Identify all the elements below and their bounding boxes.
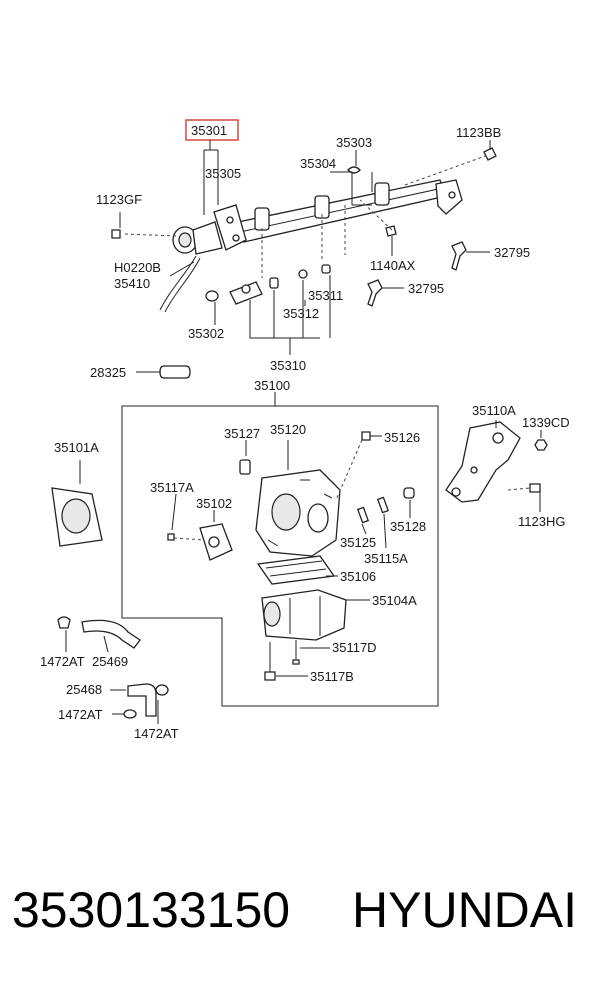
label-35126: 35126	[384, 430, 420, 445]
injector-seal-35311a	[298, 269, 308, 279]
label-35117D: 35117D	[332, 640, 377, 655]
label-35117B: 35117B	[310, 669, 354, 684]
injector-seal-35311b	[321, 264, 331, 274]
label-1472AT-a: 1472AT	[40, 654, 85, 669]
gasket-35106	[256, 555, 336, 585]
screw-35115A	[376, 496, 390, 514]
throttle-body-assembly	[51, 392, 548, 707]
bolt-1123GF	[111, 229, 121, 239]
rail-boss-1	[254, 207, 270, 231]
part-35128	[403, 487, 415, 499]
label-1339CD: 1339CD	[522, 415, 570, 430]
label-1140AX: 1140AX	[370, 258, 416, 273]
label-35303: 35303	[336, 135, 372, 150]
part-28325	[159, 365, 191, 379]
clamp-1472AT-right	[155, 684, 169, 696]
label-35125: 35125	[340, 535, 376, 550]
screw-35125	[356, 506, 370, 524]
label-1123GF: 1123GF	[96, 192, 142, 207]
label-35110A: 35110A	[472, 403, 516, 418]
label-35115A: 35115A	[364, 551, 408, 566]
hose-assembly	[57, 616, 169, 724]
bolt-1140AX	[385, 225, 397, 237]
label-35102: 35102	[196, 496, 232, 511]
assembly-box	[121, 405, 439, 707]
rail-boss-3	[374, 182, 390, 206]
label-35117A: 35117A	[150, 480, 194, 495]
injector-oring-35302	[205, 290, 219, 302]
injector-35312	[269, 277, 279, 289]
hose-25469	[81, 619, 141, 649]
part-number: 3530133150	[12, 882, 291, 938]
label-1472AT-c: 1472AT	[134, 726, 179, 741]
clamp-1472AT-upper	[57, 616, 71, 629]
label-35120: 35120	[270, 422, 306, 437]
clip-32795-upper	[451, 241, 467, 271]
label-35310: 35310	[270, 358, 306, 373]
label-H0220B: H0220B	[114, 260, 161, 275]
label-1123HG: 1123HG	[518, 514, 565, 529]
label-35101A: 35101A	[54, 440, 99, 455]
label-35410: 35410	[114, 276, 150, 291]
label-35128: 35128	[390, 519, 426, 534]
vacuum-hose	[159, 255, 197, 311]
fuel-rail-assembly	[111, 119, 497, 379]
label-35301: 35301	[191, 123, 227, 138]
screw-35126	[361, 431, 371, 441]
label-35127: 35127	[224, 426, 260, 441]
brand-name: HYUNDAI	[352, 882, 578, 938]
clamp-1472AT-left	[123, 709, 137, 719]
bolt-1123BB	[483, 147, 497, 161]
label-35302: 35302	[188, 326, 224, 341]
screw-35117A	[167, 533, 175, 541]
nut-1339CD	[534, 439, 548, 451]
label-25468: 25468	[66, 682, 102, 697]
label-35106: 35106	[340, 569, 376, 584]
label-35104A: 35104A	[372, 593, 417, 608]
label-35312: 35312	[283, 306, 319, 321]
label-1123BB: 1123BB	[456, 125, 501, 140]
highlight-box-35301	[185, 119, 239, 141]
label-28325: 28325	[90, 365, 126, 380]
bolt-1123HG	[529, 483, 541, 493]
label-25469: 25469	[92, 654, 128, 669]
footer: 3530133150 HYUNDAI	[0, 870, 600, 950]
callout-labels: 35301 35305 35303 35304 1123BB 1123GF H0…	[40, 123, 570, 741]
label-35100: 35100	[254, 378, 290, 393]
label-35304: 35304	[300, 156, 336, 171]
label-1472AT-b: 1472AT	[58, 707, 103, 722]
label-32795-lower: 32795	[408, 281, 444, 296]
pin-35127	[239, 459, 251, 475]
rail-boss-2	[314, 195, 330, 219]
label-32795-upper: 32795	[494, 245, 530, 260]
label-35305: 35305	[205, 166, 241, 181]
label-35311: 35311	[308, 288, 343, 303]
body-35104A	[261, 589, 347, 641]
clip-32795-lower	[367, 279, 383, 307]
